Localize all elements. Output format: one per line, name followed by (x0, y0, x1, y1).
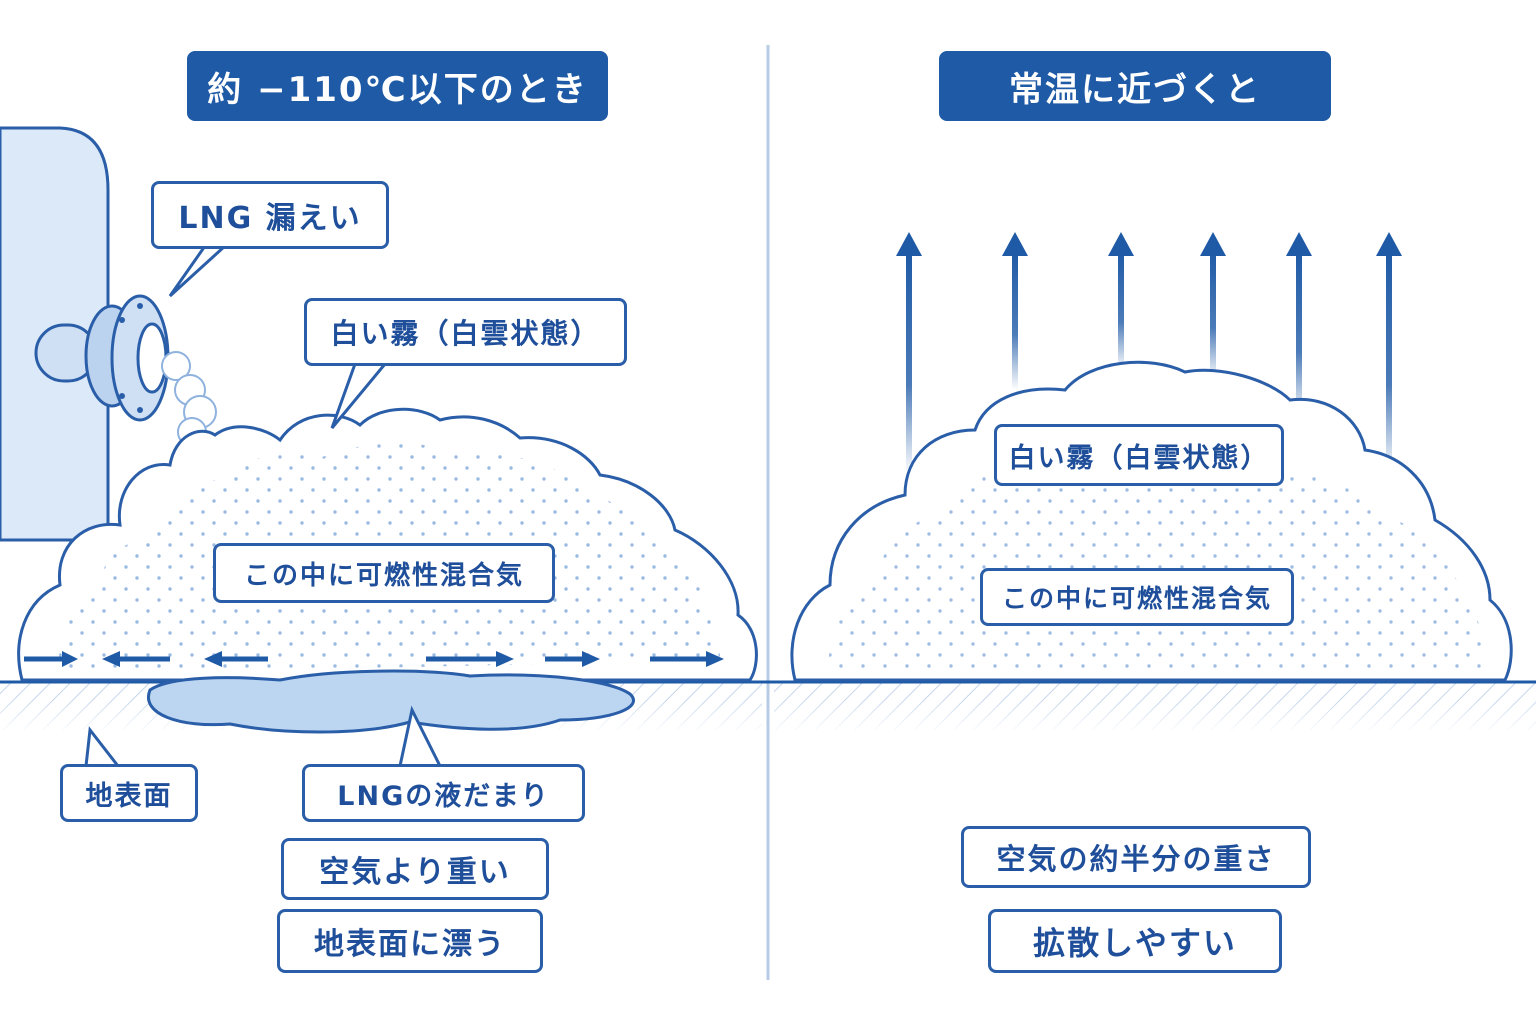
right-fog-label: 白い霧（白雲状態） (994, 424, 1284, 486)
left-property-heavier: 空気より重い (281, 838, 549, 900)
flange-valve-icon (34, 294, 170, 422)
right-property-diffuse: 拡散しやすい (988, 909, 1282, 973)
left-panel-title: 約 −110℃以下のとき (187, 51, 608, 121)
lng-pool-label: LNGの液だまり (302, 764, 585, 822)
ground-label: 地表面 (60, 764, 198, 822)
upward-arrow-icon (896, 232, 1402, 475)
right-mixture-label: この中に可燃性混合気 (980, 568, 1294, 626)
ground-callout-tail (84, 726, 120, 767)
right-property-lighter: 空気の約半分の重さ (961, 826, 1311, 888)
left-mixture-label: この中に可燃性混合気 (213, 543, 555, 603)
spread-arrow-icon (24, 651, 724, 667)
fog-callout-tail (330, 363, 387, 429)
lng-pool-shape (146, 669, 635, 734)
leak-label: LNG 漏えい (151, 181, 389, 249)
left-fog-label: 白い霧（白雲状態） (304, 298, 627, 366)
leak-callout-tail (168, 244, 227, 298)
pool-callout-tail (398, 705, 442, 767)
right-panel-title: 常温に近づくと (939, 51, 1331, 121)
left-property-drift: 地表面に漂う (277, 909, 543, 973)
